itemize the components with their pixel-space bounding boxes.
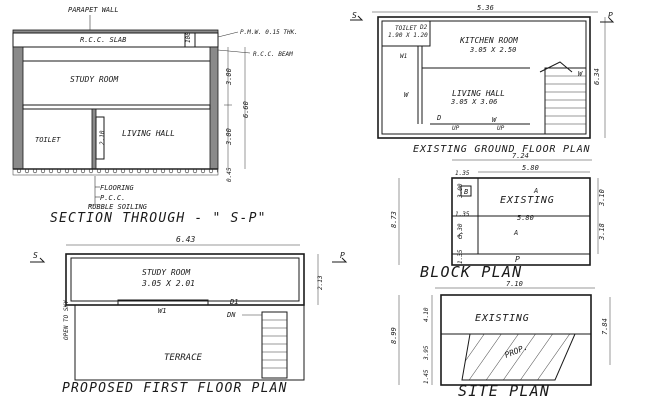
site-plan: 7.10 8.99 EXISTING PROP. 4.10 3.95 1.45 … — [390, 280, 611, 400]
gf-w: W — [404, 91, 409, 99]
gf-toilet-size: 1.90 X 1.20 — [388, 32, 428, 39]
ff-marker-p: P — [340, 251, 345, 260]
bp-existing: EXISTING — [500, 195, 555, 206]
ff-title: PROPOSED FIRST FLOOR PLAN — [62, 381, 288, 396]
ff-d1: D1 — [229, 298, 238, 306]
ff-width: 6.43 — [176, 235, 195, 244]
gf-kitchen: KITCHEN ROOM — [459, 36, 519, 45]
bp-small-b: B — [464, 188, 468, 196]
bp-title: BLOCK PLAN — [420, 263, 522, 281]
bp-left-135c: 1.35 — [457, 249, 464, 264]
gf-height: 6.34 — [593, 68, 601, 85]
gf-living-size: 3.05 X 3.06 — [450, 98, 497, 106]
bp-right-310: 3.10 — [598, 189, 606, 207]
section-drawing: PARAPET WALL R.C.C. SLAB 100 P.M.W. 0.15… — [12, 6, 298, 226]
flooring-label: FLOORING — [100, 184, 135, 192]
bp-a2: A — [513, 229, 518, 237]
ff-height: 2.13 — [317, 275, 324, 290]
sp-right-784: 7.84 — [601, 318, 609, 335]
ff-terrace: TERRACE — [164, 353, 203, 363]
bp-a1: A — [533, 187, 538, 195]
dim-660: 6.60 — [242, 101, 250, 118]
bp-right-318: 3.18 — [598, 223, 606, 241]
bp-c: C — [458, 232, 463, 241]
section-title: SECTION THROUGH - " S-P" — [50, 211, 267, 226]
slab-dim: 100 — [185, 32, 192, 43]
gf-kitchen-size: 3.05 X 2.50 — [469, 46, 516, 54]
ff-marker-s: S — [33, 251, 38, 260]
dim-300-top: 3.00 — [225, 68, 233, 86]
pcc-label: P.C.C. — [100, 194, 125, 202]
bp-inner-top: 5.80 — [522, 164, 539, 172]
stair-treads — [545, 75, 586, 125]
bp-left-135b: 1.35 — [455, 211, 470, 218]
dim-300-bot: 3.00 — [225, 128, 233, 146]
gf-d2: D2 — [419, 24, 428, 31]
sp-existing: EXISTING — [475, 313, 530, 324]
gf-marker-p: P — [608, 11, 613, 20]
dim-045: 0.45 — [226, 167, 233, 182]
pmw-label: P.M.W. 0.15 THK. — [240, 29, 298, 36]
section-toilet: TOILET — [35, 136, 61, 144]
bp-left-300: 3.00 — [457, 183, 464, 199]
sp-width: 7.10 — [506, 280, 523, 288]
ff-w1: W1 — [158, 307, 166, 315]
gf-title: EXISTING GROUND FLOOR PLAN — [413, 144, 591, 155]
door-dim: 2.10 — [99, 130, 106, 145]
ff-dn: DN — [226, 311, 236, 319]
rcc-slab-label: R.C.C. SLAB — [80, 36, 126, 44]
gf-w-right: W — [578, 70, 583, 78]
gf-marker-s: S — [352, 11, 357, 20]
bp-p: P — [515, 255, 520, 264]
first-floor-plan: 6.43 S P 2.13 STUDY ROOM 3.05 X 2.01 W1 … — [30, 235, 348, 396]
gf-up: UP — [452, 125, 460, 132]
rubble-soiling-label: RUBBLE SOILING — [88, 203, 148, 211]
section-living-hall: LIVING HALL — [122, 129, 175, 138]
bp-left-330: 3.30 — [457, 223, 464, 239]
block-plan: 7.24 5.80 8.73 B 1.35 1.35 3.00 3.30 1.3… — [390, 152, 606, 281]
bp-width-top: 7.24 — [512, 152, 529, 160]
ground-floor-plan: 5.36 6.34 S P TOILET 1.90 X 1.20 D2 KITC… — [350, 4, 615, 155]
bp-inner-mid: 5.80 — [517, 214, 534, 222]
gf-living: LIVING HALL — [452, 89, 505, 98]
rcc-beam-label: R.C.C. BEAM — [253, 51, 293, 58]
gf-up2: UP — [497, 125, 505, 132]
gf-width: 5.36 — [477, 4, 494, 12]
section-study-room: STUDY ROOM — [70, 75, 119, 84]
gf-w1: W1 — [400, 53, 407, 60]
ff-open: OPEN TO SKY — [63, 300, 70, 340]
bp-left-135a: 1.35 — [455, 170, 470, 177]
sp-height: 8.99 — [390, 327, 398, 344]
sp-title: SITE PLAN — [458, 382, 550, 400]
sp-left-395: 3.95 — [423, 345, 430, 361]
sp-left-410: 4.10 — [423, 307, 430, 322]
sp-left-145: 1.45 — [423, 369, 430, 384]
bp-height: 8.73 — [390, 211, 398, 228]
parapet-wall-label: PARAPET WALL — [68, 6, 119, 14]
ff-stair-treads — [262, 319, 287, 369]
ff-study-size: 3.05 X 2.01 — [141, 279, 195, 288]
gf-w-bottom: W — [492, 116, 497, 124]
ff-study: STUDY ROOM — [142, 268, 191, 277]
gf-toilet: TOILET — [395, 25, 417, 32]
gf-d: D — [436, 114, 441, 122]
